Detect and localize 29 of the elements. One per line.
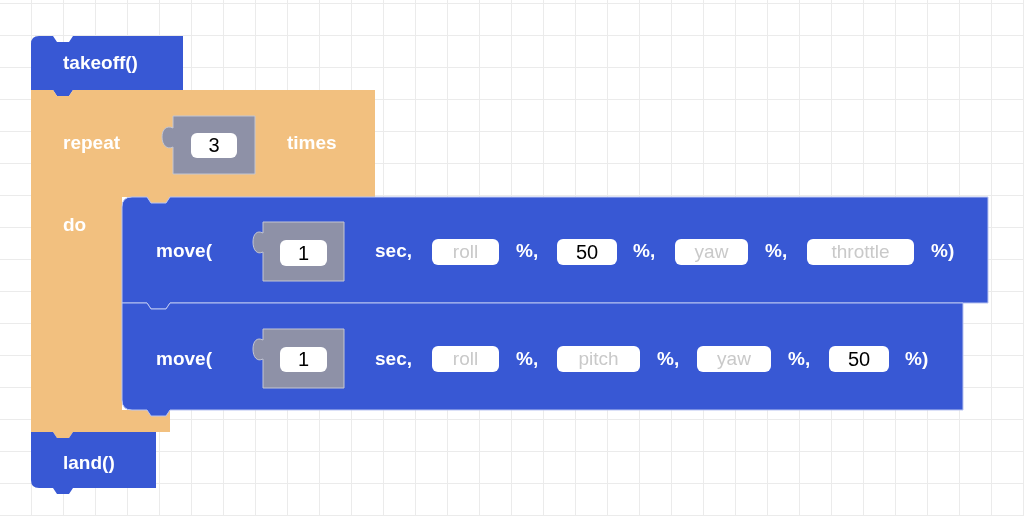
block-label: sec,	[375, 347, 412, 371]
command-block	[122, 197, 988, 309]
block-label: %,	[657, 347, 680, 371]
block-label: %)	[931, 239, 955, 263]
block-label: %,	[516, 239, 539, 263]
number-block	[162, 116, 255, 174]
block-label: do	[63, 213, 87, 237]
block-label: %,	[765, 239, 788, 263]
number-block	[253, 329, 344, 388]
block-label: %,	[516, 347, 539, 371]
block-label: move(	[156, 347, 212, 371]
input-field: 50	[829, 346, 889, 372]
block-label: takeoff()	[63, 51, 138, 75]
block-label: %,	[788, 347, 811, 371]
block-label: %,	[633, 239, 656, 263]
block-label: land()	[63, 451, 115, 475]
number-block	[253, 222, 344, 281]
input-field: 3	[191, 133, 237, 158]
block-label: sec,	[375, 239, 412, 263]
block-label: move(	[156, 239, 212, 263]
block-label: %)	[905, 347, 929, 371]
input-field: 50	[557, 239, 617, 265]
block-label: times	[287, 131, 337, 155]
command-block	[31, 432, 156, 494]
input-field: 1	[280, 347, 327, 372]
command-block	[31, 36, 183, 96]
block-label: repeat	[63, 131, 121, 155]
command-block	[122, 303, 963, 416]
input-field: 1	[280, 240, 327, 266]
